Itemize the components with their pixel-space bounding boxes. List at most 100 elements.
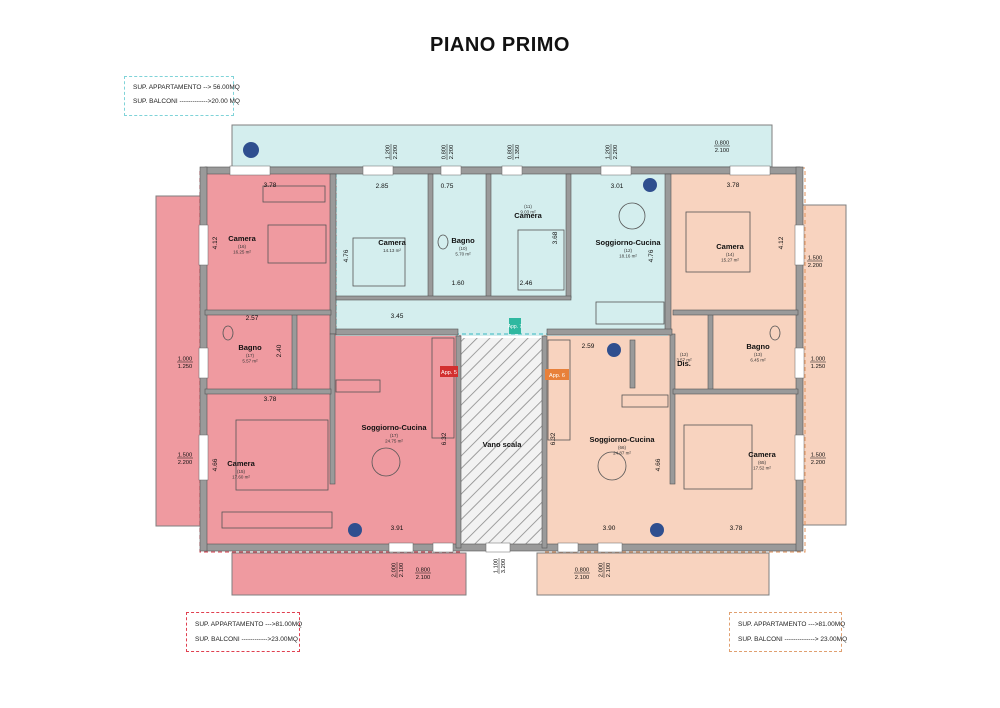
dimension-label: 0.75 (441, 183, 454, 190)
dimension-label: 2.40 (276, 344, 283, 357)
room-label: Bagno (746, 342, 770, 351)
kitchen-counter-icon (547, 339, 571, 441)
legend-left: SUP. APPARTAMENTO --->81.00MQ SUP. BALCO… (186, 612, 303, 652)
window-width: 2.000 (599, 563, 605, 578)
dimension-label: 1.60 (452, 280, 465, 287)
dimension-label: 2.59 (582, 343, 595, 350)
dimension-label: 3.68 (552, 231, 559, 244)
room-label: Camera (748, 450, 776, 459)
sofa-icon (621, 394, 669, 408)
room-label: Soggiorno-Cucina (590, 435, 656, 444)
window-width: 1.500 (178, 453, 193, 459)
window-width: 2.000 (392, 563, 398, 578)
app-tag-left: App. 5 (440, 366, 458, 377)
window-height: 2.200 (393, 145, 399, 160)
window-width: 1.100 (494, 559, 500, 574)
dimension-label: 6.32 (441, 432, 448, 445)
room-detail: (13)6.45 m² (750, 352, 766, 363)
room-label: Camera (227, 459, 255, 468)
legend-right-balconies: SUP. BALCONI --------------> 23.00MQ (738, 636, 848, 643)
room-detail: (66)24.87 m² (613, 445, 631, 456)
bed-icon (235, 419, 329, 491)
room-detail: (65)17.52 m² (753, 460, 771, 471)
balcony-left (155, 195, 203, 527)
room-detail: (10)5.70 m² (455, 246, 471, 257)
legend-left-apartment: SUP. APPARTAMENTO --->81.00MQ (195, 621, 303, 628)
window-height: 2.200 (449, 145, 455, 160)
room-detail: (11)9.03 m² (520, 204, 536, 215)
window-height: 1.250 (178, 364, 193, 370)
bed-icon (683, 424, 753, 490)
dimension-label: 3.01 (611, 183, 624, 190)
plant-icon (607, 343, 621, 357)
window-height: 2.100 (715, 148, 730, 154)
room-label: Bagno (451, 236, 475, 245)
bed-icon (517, 229, 565, 291)
dimension-label: 2.85 (376, 183, 389, 190)
window-height: 1.250 (811, 364, 826, 370)
window-width: 1.200 (386, 145, 392, 160)
balcony-right (801, 204, 847, 526)
furniture (221, 185, 781, 529)
legend-top: SUP. APPARTAMENTO --> 56.00MQ SUP. BALCO… (124, 76, 240, 116)
window-width: 1.500 (808, 256, 823, 262)
toilet-icon (769, 325, 781, 341)
window-height: 2.200 (178, 460, 193, 466)
toilet-icon (437, 234, 449, 250)
dimension-label: 4.12 (212, 236, 219, 249)
balcony-top (231, 124, 773, 168)
dimension-label: 4.76 (343, 249, 350, 262)
openings (198, 165, 805, 553)
plants (243, 142, 664, 537)
room-label: Soggiorno-Cucina (362, 423, 428, 432)
window-height: 2.100 (606, 563, 612, 578)
kitchen-counter-icon (431, 337, 455, 439)
balcony-bottom-left (231, 552, 467, 596)
dimension-label: 3.78 (727, 182, 740, 189)
dimension-label: 3.78 (730, 525, 743, 532)
app-tags: App. 5 App. 7 App. 6 (440, 318, 569, 380)
dimension-label: 4.76 (648, 249, 655, 262)
room-detail: (16)16.25 m² (233, 244, 251, 255)
dimension-label: 4.66 (655, 458, 662, 471)
window-height: 1.350 (515, 145, 521, 160)
balconies (155, 124, 847, 596)
dimension-label: 3.78 (264, 182, 277, 189)
sofa-icon (262, 185, 326, 203)
room-label: Bagno (238, 343, 262, 352)
bed-icon (352, 237, 406, 287)
room-label: Vano scala (483, 440, 523, 449)
room-detail: (12)18.16 m² (619, 248, 637, 259)
dimension-label: 3.90 (603, 525, 616, 532)
room-details: (16)16.25 m²(17)5.57 m²(15)17.60 m²(17)2… (232, 204, 771, 480)
room-labels: Camera Bagno Camera Soggiorno-Cucina Cam… (227, 211, 776, 468)
dimension-label: 3.78 (264, 396, 277, 403)
bed-icon (267, 224, 327, 264)
room-label: Soggiorno-Cucina (596, 238, 662, 247)
window-height: 2.200 (808, 263, 823, 269)
stair-floor (460, 338, 545, 548)
window-width: 1.500 (811, 453, 826, 459)
balcony-bottom-right (536, 552, 770, 596)
plant-icon (650, 523, 664, 537)
room-detail: (17)5.57 m² (242, 353, 258, 364)
room-detail: (15)17.60 m² (232, 469, 250, 480)
window-height: 2.100 (399, 563, 405, 578)
window-width: 1.000 (811, 357, 826, 363)
room-label: Camera (514, 211, 542, 220)
app-tag-right: App. 6 (545, 369, 569, 380)
room-detail: (12)3.57 m² (676, 352, 692, 363)
dimension-label: 6.32 (550, 432, 557, 445)
